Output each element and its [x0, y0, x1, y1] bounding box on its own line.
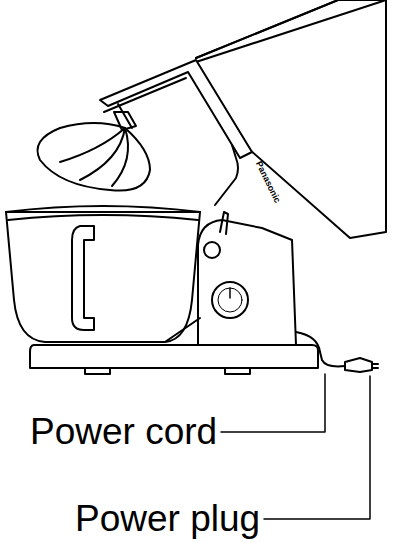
mixer-arm	[215, 145, 238, 205]
lock-knob	[204, 242, 220, 258]
bowl-handle	[72, 226, 94, 330]
head-top-line	[196, 0, 386, 58]
bowl	[6, 212, 200, 342]
part-label: Power cord	[30, 413, 217, 450]
beater-wire	[38, 123, 151, 191]
speed-dial	[212, 282, 248, 318]
part-label: Power plug	[75, 500, 260, 537]
bowl-support	[165, 318, 200, 342]
leader-line	[221, 374, 325, 432]
mixer-base	[30, 345, 318, 368]
dial-pointer	[229, 288, 231, 298]
leader-line	[264, 376, 370, 519]
foot	[85, 368, 250, 374]
power-plug	[345, 358, 372, 372]
speed-dial-inner	[218, 288, 242, 312]
plug-pin	[372, 364, 378, 368]
power-cord	[296, 332, 345, 366]
beater-wire	[60, 128, 128, 186]
head-plate	[100, 60, 252, 158]
mixer-body	[198, 220, 296, 345]
head-plate-edge	[104, 78, 186, 112]
bowl-rim	[6, 206, 200, 220]
lever	[220, 212, 228, 234]
